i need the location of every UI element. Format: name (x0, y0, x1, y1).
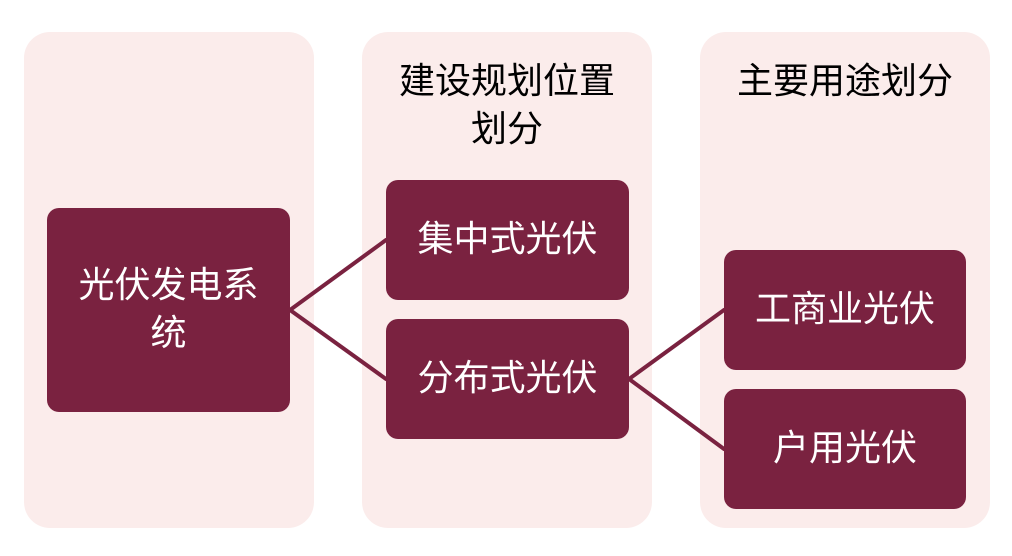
node-household-pv-label: 户用光伏 (772, 428, 917, 469)
node-commercial-pv: 工商业光伏 (724, 250, 966, 370)
node-centralized-pv-label: 集中式光伏 (417, 219, 598, 260)
node-household-pv: 户用光伏 (724, 389, 966, 509)
node-distributed-pv: 分布式光伏 (386, 319, 629, 439)
node-pv-power-system-label: 光伏发电系统 (78, 265, 259, 354)
node-centralized-pv: 集中式光伏 (386, 180, 629, 300)
column-title-main-use: 主要用途划分 (736, 61, 953, 102)
node-commercial-pv-label: 工商业光伏 (754, 289, 935, 330)
column-title-construction-location: 建设规划位置划分 (398, 61, 615, 150)
node-pv-power-system: 光伏发电系统 (47, 208, 290, 412)
node-distributed-pv-label: 分布式光伏 (417, 358, 598, 399)
